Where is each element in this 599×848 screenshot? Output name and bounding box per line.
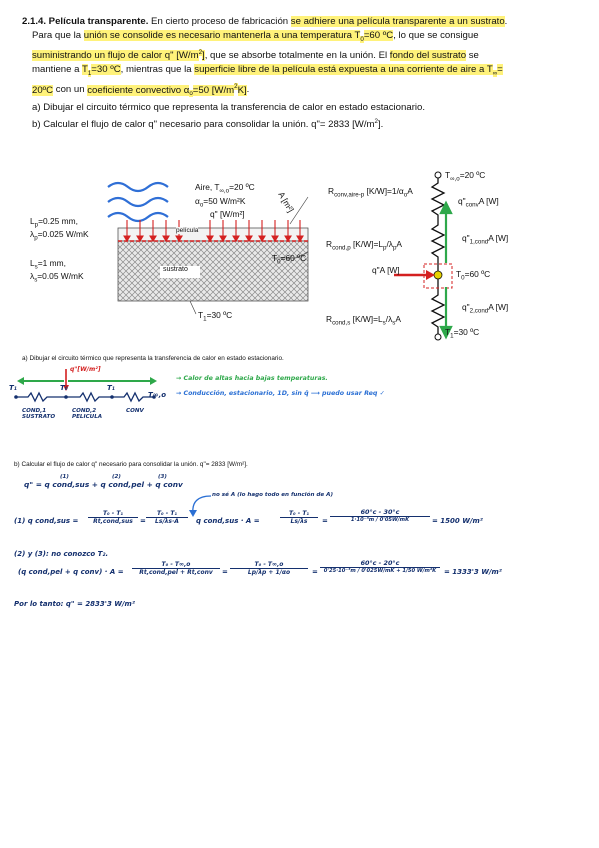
solution-a-circuit [14,369,157,403]
sol-idx-2: (2) [112,474,121,480]
sol-heat-arrow [63,385,69,391]
figure-layers [107,181,309,315]
label-alpha: αo=50 W/m²K [195,196,246,209]
sol-note-arrow [189,495,212,517]
label-lambda-p: λp=0.025 W/mK [30,229,89,242]
problem-line-4: mantiene a T1=30 ºC, mientras que la sup… [32,63,503,77]
air-flow-icon [107,181,169,223]
sol-note-2: → Conducción, estacionario, 1D, sin q̇ ⟶… [176,390,385,397]
sol-t1b: T₁ [107,384,115,392]
problem-line-5: 20ºC con un coeficiente convectivo αo=50… [32,83,250,98]
sol-q-label: q"[W/m²] [70,366,101,373]
sol-arrow-right [150,377,157,385]
problem-line-3: suministrando un flujo de calor q" [W/m2… [32,49,479,62]
label-aire: Aire, T∞,o=20 ºC [195,182,255,195]
sol-arrow-left [17,377,24,385]
sol-l3-lhs: (q cond,pel + q conv) · A = [18,568,124,576]
node-t1 [434,333,442,341]
heat-in-arrow [426,270,435,280]
label-lambda-s: λs=0.05 W/mK [30,271,84,284]
question-a: a) Dibujar el circuito térmico que repre… [32,102,426,114]
sol-tinf: T∞,o [148,391,167,399]
sol-final: Por lo tanto: q" = 2833'3 W/m² [14,600,135,608]
sol-l3-result: = 1333'3 W/m² [444,568,502,576]
label-r-conv: Rconv,aire-p [K/W]=1/αoA [328,186,413,199]
substrate-layer [117,240,309,302]
label-t0-left: T0=60 ºC [272,253,307,266]
sol-idx-1: (1) [60,474,69,480]
sol-t0: T₀ [60,384,68,392]
solution-a-heading: a) Dibujar el circuito térmico que repre… [22,355,284,362]
sol-note-1: → Calor de altas hacia bajas temperatura… [176,375,328,382]
node-tinf [434,171,442,179]
sol-idx-3: (3) [158,474,167,480]
label-t1-left: T1=30 ºC [198,310,233,323]
label-t0-right: T0=60 ºC [456,269,491,282]
sol-l1-result: = 1500 W/m² [432,517,483,525]
figure-circuit [394,171,453,341]
label-film: película [176,227,199,234]
green-arrow-down [439,325,453,340]
sol-l2: (2) y (3): no conozco T₂. [14,550,109,558]
problem-line-2: Para que la unión se consolide es necesa… [32,29,479,43]
sol-resistor-chain [16,391,154,403]
problem-line-1: 2.1.4. Película transparente. En cierto … [22,16,508,27]
solution-b-heading: b) Calcular el flujo de calor q" necesar… [14,461,248,468]
problem-title: 2.1.4. Película transparente. [22,16,149,27]
label-r-cond-p: Rcond,p [K/W]=Lp/λpA [326,239,403,252]
film-layer [117,227,309,242]
circuit-resistors [430,175,446,337]
label-r-cond-s: Rcond,s [K/W]=Ls/λsA [326,314,401,327]
sol-l1-mid: q cond,sus · A = [196,517,260,525]
sol-t1: T₁ [9,384,17,392]
label-qa: q"A [W] [372,265,400,275]
question-b: b) Calcular el flujo de calor q" necesar… [32,117,384,130]
sol-conv: CONV [126,408,144,414]
label-lp: Lp=0.25 mm, [30,216,78,229]
label-ls: Ls=1 mm, [30,258,66,271]
heat-flux-arrows [123,220,304,243]
label-q: q" [W/m²] [210,209,245,219]
node-t0 [433,270,443,280]
problem-statement: 2.1.4. Película transparente. En cierto … [22,15,582,131]
label-q-conv: q"convA [W] [458,196,499,209]
label-q2-cond: q"2,condA [W] [462,302,509,315]
sol-l1-lhs: (1) q cond,sus = [14,517,79,525]
green-arrow-up [439,200,453,215]
sol-note-a: no sé A (lo hago todo en función de A) [212,492,334,498]
label-t1-right: T1=30 ºC [445,327,480,340]
label-tinf-right: T∞,o=20 ºC [445,170,486,183]
label-substrate: sustrato [163,266,188,273]
label-q1-cond: q"1,condA [W] [462,233,509,246]
sol-eq0: q" = q cond,sus + q cond,pel + q conv [24,480,183,489]
